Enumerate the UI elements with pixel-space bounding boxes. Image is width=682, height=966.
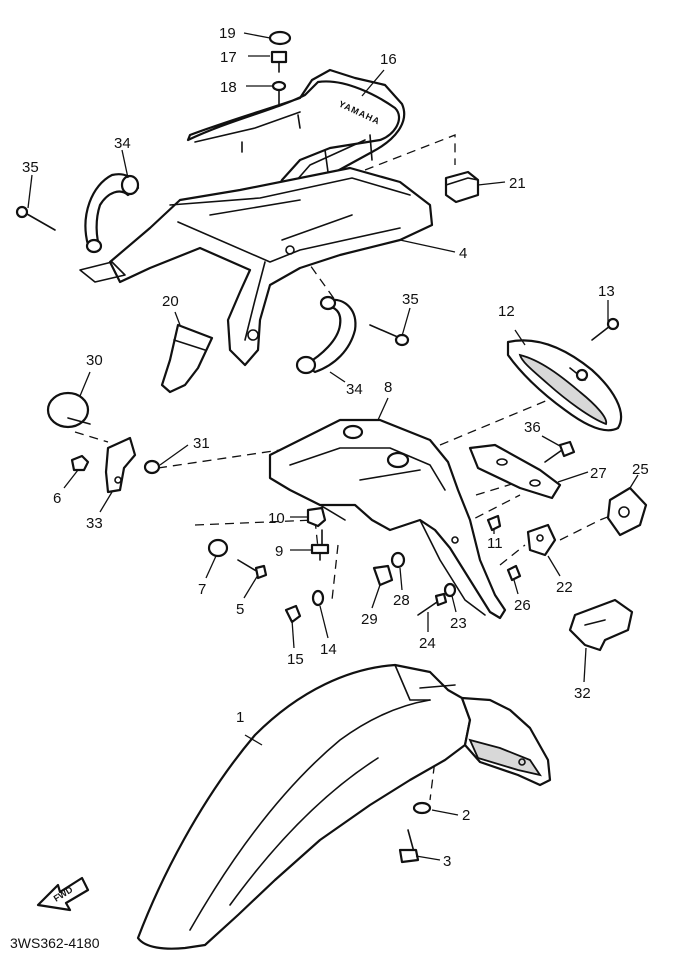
callout-29: 29 [361,611,378,628]
callout-13: 13 [598,283,615,300]
part-30-reflector [46,391,91,429]
callout-28: 28 [393,592,410,609]
callout-labels: 1 2 3 4 5 6 7 8 9 10 11 12 13 14 15 16 1… [22,25,649,870]
part-34-left-handle [84,173,140,254]
part-29-nut [372,564,394,587]
callout-22: 22 [556,579,573,596]
callout-4: 4 [459,245,467,262]
callout-27: 27 [590,465,607,482]
callout-9: 9 [275,543,283,560]
callout-36: 36 [524,419,541,436]
part-22-stay [526,523,557,557]
callout-21: 21 [509,175,526,192]
part-4-carrier [79,166,434,367]
part-5-bolt [237,559,259,573]
part-3-bolt [407,829,415,853]
drawing-code: 3WS362-4180 [10,935,100,951]
callout-leaders [27,32,639,861]
fwd-arrow-icon: FWD [36,876,90,912]
part-1-rear-fender [136,663,552,950]
part-10-grommet [306,506,327,528]
callout-5: 5 [236,601,244,618]
callout-17: 17 [220,49,237,66]
part-21-block [444,170,480,204]
part-36-bolt [544,449,563,463]
part-18-bolt [271,80,287,92]
callout-14: 14 [320,641,337,658]
callout-18: 18 [220,79,237,96]
part-7-collar [207,538,229,558]
part-23-washer [443,582,457,598]
part-28-washer [390,551,406,569]
callout-10: 10 [268,510,285,527]
part-2-nut [412,801,432,815]
callout-12: 12 [498,303,515,320]
part-15-nut [284,604,302,624]
callout-2: 2 [462,807,470,824]
callout-26: 26 [514,597,531,614]
part-11-nut [486,514,502,532]
hardware-bottom [398,801,432,864]
callout-31: 31 [193,435,210,452]
callout-7: 7 [198,581,206,598]
part-17-bolt [270,50,288,64]
callout-3: 3 [443,853,451,870]
callout-11: 11 [487,535,503,552]
part-9-bolt [310,543,330,555]
callout-24: 24 [419,635,436,652]
part-27-plate-bracket [468,440,576,500]
callout-16: 16 [380,51,397,68]
part-33-bracket [70,436,161,494]
callout-30: 30 [86,352,103,369]
callout-34-top: 34 [114,135,131,152]
callout-33: 33 [86,515,103,532]
part-13-bolt [591,325,611,341]
callout-23: 23 [450,615,467,632]
part-35-right-bolt [369,324,401,339]
part-8-rear-bracket [268,418,507,620]
callout-32: 32 [574,685,591,702]
part-6-nut [70,454,90,472]
callout-35-left: 35 [22,159,39,176]
part-12-tail-light [506,339,623,432]
part-19-cap [268,30,292,46]
part-34-right-handle [295,295,357,375]
callout-15: 15 [287,651,304,668]
callout-19: 19 [219,25,236,42]
callout-6: 6 [53,490,61,507]
part-20-bracket-plate [160,323,214,394]
part-25-side-reflector [606,486,648,537]
callout-1: 1 [236,709,244,726]
part-14-washer [311,589,325,607]
callout-25: 25 [632,461,649,478]
hardware-middle [207,506,522,624]
carrier-badge: YAMAHA [337,99,382,127]
callout-20: 20 [162,293,179,310]
part-31-nut [143,459,161,475]
hardware-top [15,30,620,347]
part-26-nut [506,564,522,582]
callout-34-bottom: 34 [346,381,363,398]
part-32-bracket [568,598,634,652]
callout-35-right: 35 [402,291,419,308]
callout-8: 8 [384,379,392,396]
